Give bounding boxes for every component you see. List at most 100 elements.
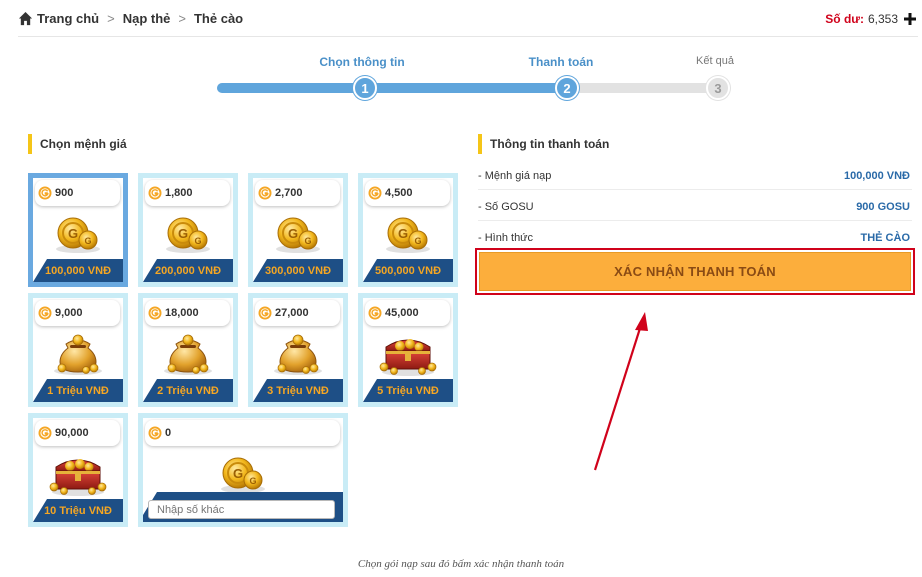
plus-icon[interactable]: [904, 13, 916, 25]
coins-icon: G G: [143, 210, 233, 256]
breadcrumb-card: Thẻ cào: [193, 11, 244, 26]
denomination-card[interactable]: 9,000 1 Triệu VNĐ: [28, 293, 128, 407]
denomination-card[interactable]: 45,000 5 Triệu VNĐ: [358, 293, 458, 407]
balance-value: 6,353: [867, 12, 898, 26]
coins-icon: G G: [363, 210, 453, 256]
confirm-highlight: XÁC NHẬN THANH TOÁN: [475, 248, 915, 295]
balance-label: Số dư:: [825, 12, 864, 26]
denomination-card[interactable]: 27,000 3 Triệu VNĐ: [248, 293, 348, 407]
coins-icon: G G: [143, 450, 343, 496]
breadcrumb-home[interactable]: Trang chủ: [37, 11, 100, 26]
svg-text:G: G: [84, 236, 91, 246]
card-body: 900 G G 100,000 VNĐ: [33, 178, 123, 282]
gold-amount-pill: 9,000: [35, 300, 120, 326]
card-body: 45,000 5 Triệu VNĐ: [363, 298, 453, 402]
price-label: 3 Triệu VNĐ: [267, 384, 329, 397]
svg-text:G: G: [288, 226, 298, 241]
payment-label: - Mệnh giá nạp: [478, 170, 552, 182]
gold-amount-pill: 90,000: [35, 420, 120, 446]
price-label: 500,000 VNĐ: [374, 264, 442, 277]
price-label: 200,000 VNĐ: [154, 264, 222, 277]
gosu-coin-icon: [38, 306, 52, 320]
gold-amount-pill: 1,800: [145, 180, 230, 206]
treasure-chest-icon: [33, 450, 123, 496]
card-body: 1,800 G G 200,000 VNĐ: [143, 178, 233, 282]
price-label: 5 Triệu VNĐ: [377, 384, 439, 397]
treasure-chest-icon: [363, 330, 453, 376]
price-bar: 3 Triệu VNĐ: [253, 379, 343, 402]
price-label: 1 Triệu VNĐ: [47, 384, 109, 397]
custom-amount-input[interactable]: [148, 500, 335, 519]
gosu-coin-icon: [38, 426, 52, 440]
gold-amount: 900: [55, 187, 74, 199]
price-bar: 1 Triệu VNĐ: [33, 379, 123, 402]
gold-amount: 2,700: [275, 187, 303, 199]
gold-amount: 90,000: [55, 427, 89, 439]
price-label: 100,000 VNĐ: [44, 264, 112, 277]
progress-steps: Chọn thông tin 1 Thanh toán 2 Kết quả 3: [217, 52, 734, 100]
price-bar: 100,000 VNĐ: [33, 259, 123, 282]
gosu-coin-icon: [368, 306, 382, 320]
breadcrumb-separator: >: [178, 11, 186, 26]
gold-amount-pill: 18,000: [145, 300, 230, 326]
payment-row-amount: - Mệnh giá nạp 100,000 VNĐ: [478, 170, 910, 182]
denomination-card[interactable]: 90,000 10 Triệu VNĐ: [28, 413, 128, 527]
gold-amount-pill: 27,000: [255, 300, 340, 326]
coins-icon: G G: [33, 210, 123, 256]
home-icon[interactable]: [18, 11, 33, 26]
card-body: 18,000 2 Triệu VNĐ: [143, 298, 233, 402]
gold-amount: 45,000: [385, 307, 419, 319]
svg-text:G: G: [414, 236, 421, 246]
card-body: 9,000 1 Triệu VNĐ: [33, 298, 123, 402]
step-1-circle: 1: [353, 76, 377, 100]
gold-bag-icon: [143, 330, 233, 376]
divider: [478, 220, 912, 221]
gosu-coin-icon: [148, 306, 162, 320]
denomination-card[interactable]: 900 G G 100,000 VNĐ: [28, 173, 128, 287]
card-body: 2,700 G G 300,000 VNĐ: [253, 178, 343, 282]
gosu-coin-icon: [38, 186, 52, 200]
svg-text:G: G: [249, 476, 256, 486]
payment-info-title: Thông tin thanh toán: [478, 134, 609, 154]
breadcrumb-topup[interactable]: Nạp thẻ: [122, 11, 171, 26]
breadcrumb-separator: >: [107, 11, 115, 26]
step-progress: [217, 83, 567, 93]
gold-amount-pill: 900: [35, 180, 120, 206]
step-2-circle: 2: [555, 76, 579, 100]
step-2-label: Thanh toán: [528, 55, 594, 69]
divider: [478, 189, 912, 190]
gold-bag-icon: [33, 330, 123, 376]
svg-text:G: G: [194, 236, 201, 246]
denomination-title: Chọn mệnh giá: [28, 134, 127, 154]
svg-text:G: G: [233, 466, 243, 481]
gosu-coin-icon: [258, 186, 272, 200]
gold-amount: 18,000: [165, 307, 199, 319]
card-body: 90,000 10 Triệu VNĐ: [33, 418, 123, 522]
confirm-payment-button[interactable]: XÁC NHẬN THANH TOÁN: [479, 252, 911, 291]
footer-note: Chọn gói nạp sau đó bấm xác nhận thanh t…: [357, 558, 565, 570]
price-label: 10 Triệu VNĐ: [44, 504, 112, 517]
denomination-card[interactable]: 2,700 G G 300,000 VNĐ: [248, 173, 348, 287]
step-3-label: Kết quả: [696, 55, 734, 67]
svg-text:G: G: [398, 226, 408, 241]
gold-amount-pill: 2,700: [255, 180, 340, 206]
price-bar: 200,000 VNĐ: [143, 259, 233, 282]
gosu-coin-icon: [368, 186, 382, 200]
price-bar: 5 Triệu VNĐ: [363, 379, 453, 402]
price-label: 300,000 VNĐ: [264, 264, 332, 277]
custom-amount-card[interactable]: 0 G G: [138, 413, 348, 527]
price-bar: 300,000 VNĐ: [253, 259, 343, 282]
top-bar: Trang chủ > Nạp thẻ > Thẻ cào Số dư: 6,3…: [18, 0, 918, 37]
denomination-card[interactable]: 1,800 G G 200,000 VNĐ: [138, 173, 238, 287]
gold-amount: 4,500: [385, 187, 413, 199]
price-label: 2 Triệu VNĐ: [157, 384, 219, 397]
payment-label: - Số GOSU: [478, 201, 534, 213]
gold-bag-icon: [253, 330, 343, 376]
price-bar: 500,000 VNĐ: [363, 259, 453, 282]
denomination-card[interactable]: 4,500 G G 500,000 VNĐ: [358, 173, 458, 287]
balance: Số dư: 6,353: [825, 12, 916, 26]
payment-row-method: - Hình thức THẺ CÀO: [478, 232, 910, 244]
card-body: 27,000 3 Triệu VNĐ: [253, 298, 343, 402]
payment-value: THẺ CÀO: [860, 232, 911, 244]
denomination-card[interactable]: 18,000 2 Triệu VNĐ: [138, 293, 238, 407]
